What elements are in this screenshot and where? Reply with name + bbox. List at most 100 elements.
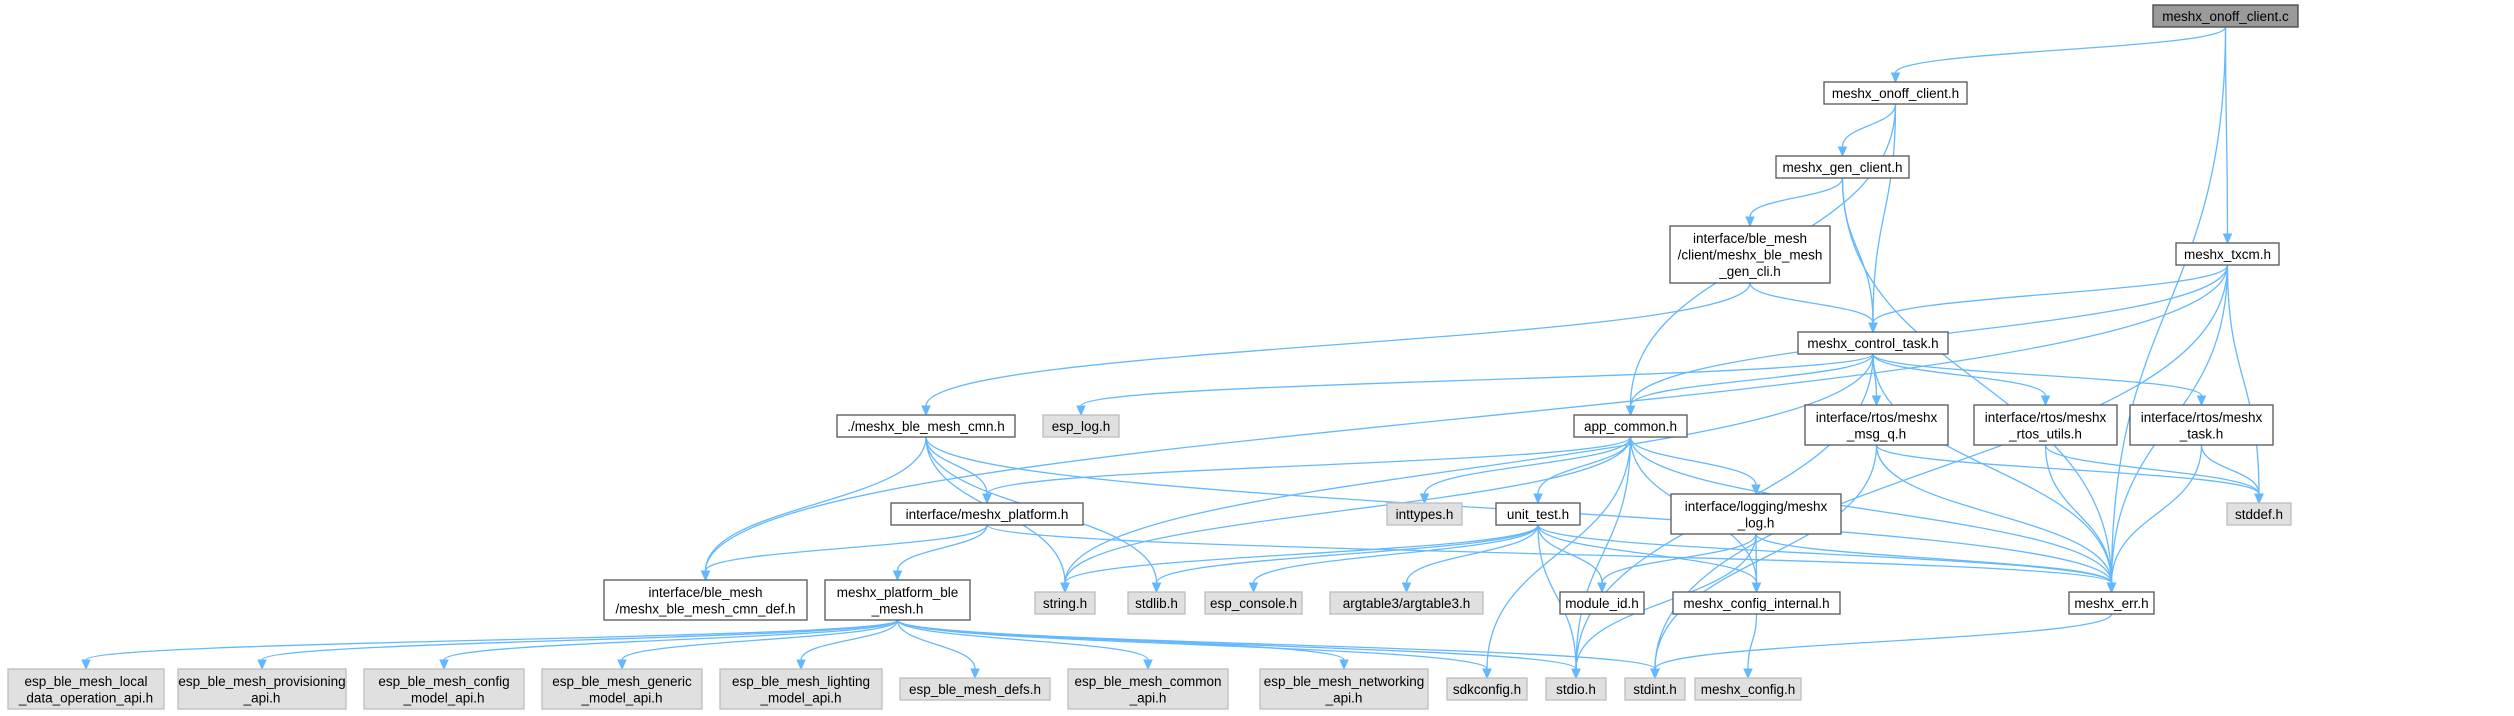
edge-control_task-to-rtos_utils — [1872, 353, 2047, 397]
edge-platform_ble-to-lighting_model — [800, 619, 899, 661]
edge-control_task-to-rtos_task — [1872, 353, 2203, 397]
node-label: stdlib.h — [1135, 596, 1178, 611]
node-label: _model_api.h — [402, 690, 484, 705]
node-platform-ble[interactable]: meshx_platform_ble_mesh.h — [824, 579, 971, 621]
node-provisioning[interactable]: esp_ble_mesh_provisioning_api.h — [177, 668, 347, 710]
arrowhead-app_common-to-logging — [1751, 484, 1761, 496]
node-box — [1386, 502, 1463, 526]
node-ble-mesh-cmn[interactable]: ./meshx_ble_mesh_cmn.h — [836, 414, 1016, 438]
node-local-data[interactable]: esp_ble_mesh_local_data_operation_api.h — [7, 668, 165, 710]
node-box — [541, 668, 703, 710]
arrowhead-platform_ble-to-stdio — [1571, 668, 1581, 680]
node-box — [1670, 493, 1842, 535]
edge-txcm-to-control_task — [1872, 264, 2229, 324]
node-box — [1973, 404, 2118, 446]
node-box — [7, 668, 165, 710]
node-label: interface/ble_mesh — [1693, 231, 1807, 246]
node-label: _rtos_utils.h — [2008, 426, 2082, 441]
edge-txcm-to-cmn_def — [704, 264, 2229, 572]
edge-platform_ble-to-generic_model — [621, 619, 899, 661]
node-label: string.h — [1043, 596, 1087, 611]
edge-platform_ble-to-mesh_defs — [896, 619, 976, 670]
arrowhead-platform_ble-to-generic_model — [617, 659, 627, 671]
node-box — [836, 414, 1016, 438]
edge-meshx_err-to-stdint — [1654, 613, 2113, 670]
node-box — [1823, 81, 1968, 105]
edge-unit_test-to-argtable3 — [1405, 524, 1539, 584]
edge-unit_test-to-esp_console — [1252, 524, 1539, 584]
node-onoff-h[interactable]: meshx_onoff_client.h — [1823, 81, 1968, 105]
node-module-id[interactable]: module_id.h — [1559, 591, 1645, 615]
edge-onoff_h-to-gen_client — [1841, 103, 1897, 148]
edge-msg_q-to-stddef — [1875, 444, 2260, 495]
node-onoff-c[interactable]: meshx_onoff_client.c — [2152, 4, 2299, 28]
arrowhead-unit_test-to-string — [1060, 582, 1070, 594]
node-common-api[interactable]: esp_ble_mesh_common_api.h — [1067, 668, 1229, 710]
arrowhead-app_common-to-inttypes — [1419, 493, 1430, 505]
node-label: /client/meshx_ble_mesh — [1678, 248, 1823, 263]
node-label: inttypes.h — [1396, 507, 1454, 522]
node-argtable3[interactable]: argtable3/argtable3.h — [1329, 591, 1484, 615]
node-inttypes[interactable]: inttypes.h — [1386, 502, 1463, 526]
node-msg-q[interactable]: interface/rtos/meshx_msg_q.h — [1804, 404, 1949, 446]
node-app-common[interactable]: app_common.h — [1573, 414, 1688, 438]
node-label: interface/rtos/meshx — [1985, 410, 2107, 425]
node-config-model[interactable]: esp_ble_mesh_config_model_api.h — [363, 668, 525, 710]
node-label: _model_api.h — [759, 690, 841, 705]
node-generic-model[interactable]: esp_ble_mesh_generic_model_api.h — [541, 668, 703, 710]
node-label: _api.h — [1129, 690, 1167, 705]
node-box — [363, 668, 525, 710]
arrowhead-platform-to-platform_ble — [892, 570, 903, 582]
node-string[interactable]: string.h — [1034, 591, 1096, 615]
edge-platform-to-meshx_err — [986, 524, 2113, 584]
edge-rtos_utils-to-stddef — [2044, 444, 2260, 495]
node-box — [1042, 414, 1120, 438]
node-box — [1034, 591, 1096, 615]
node-label: meshx_control_task.h — [1807, 336, 1938, 351]
node-label: app_common.h — [1584, 419, 1677, 434]
node-gen-client[interactable]: meshx_gen_client.h — [1775, 155, 1910, 179]
node-config-internal[interactable]: meshx_config_internal.h — [1672, 591, 1841, 615]
arrowhead-app_common-to-platform — [982, 493, 992, 505]
node-label: meshx_onoff_client.c — [2162, 9, 2289, 24]
node-label: _data_operation_api.h — [18, 690, 153, 705]
node-lighting-model[interactable]: esp_ble_mesh_lighting_model_api.h — [719, 668, 883, 710]
arrowhead-ble_gen_cli-to-ble_mesh_cmn — [921, 405, 931, 417]
node-rtos-utils[interactable]: interface/rtos/meshx_rtos_utils.h — [1973, 404, 2118, 446]
node-cmn-def[interactable]: interface/ble_mesh/meshx_ble_mesh_cmn_de… — [603, 579, 808, 621]
node-ble-gen-cli[interactable]: interface/ble_mesh/client/meshx_ble_mesh… — [1669, 225, 1831, 284]
node-stdint[interactable]: stdint.h — [1624, 677, 1686, 701]
arrowhead-unit_test-to-argtable3 — [1401, 582, 1412, 594]
node-label: stdio.h — [1556, 682, 1596, 697]
edge-onoff_c-to-meshx_err — [2110, 26, 2227, 584]
node-label: _msg_q.h — [1846, 426, 1906, 441]
node-rtos-task[interactable]: interface/rtos/meshx_task.h — [2129, 404, 2274, 446]
node-box — [1067, 668, 1229, 710]
node-platform[interactable]: interface/meshx_platform.h — [890, 502, 1084, 526]
nodes-layer: meshx_onoff_client.c meshx_onoff_client.h… — [7, 4, 2299, 710]
node-networking-api[interactable]: esp_ble_mesh_networking_api.h — [1259, 668, 1429, 710]
node-label: interface/logging/meshx — [1685, 499, 1828, 514]
arrowhead-onoff_c-to-txcm — [2222, 233, 2233, 245]
node-txcm[interactable]: meshx_txcm.h — [2175, 242, 2280, 266]
node-box — [2175, 242, 2280, 266]
node-box — [824, 579, 971, 621]
node-esp-console[interactable]: esp_console.h — [1204, 591, 1303, 615]
arrowhead-platform_ble-to-mesh_defs — [970, 668, 980, 680]
edge-platform_ble-to-config_model — [443, 619, 899, 661]
node-stdio[interactable]: stdio.h — [1545, 677, 1607, 701]
node-stdlib[interactable]: stdlib.h — [1127, 591, 1186, 615]
node-meshx-config[interactable]: meshx_config.h — [1694, 677, 1802, 701]
node-unit-test[interactable]: unit_test.h — [1495, 502, 1581, 526]
edge-platform_ble-to-stdint — [896, 619, 1656, 670]
node-meshx-err[interactable]: meshx_err.h — [2068, 591, 2155, 615]
arrowhead-meshx_err-to-stdint — [1650, 668, 1660, 680]
node-stddef[interactable]: stddef.h — [2226, 502, 2292, 526]
node-logging[interactable]: interface/logging/meshx_log.h — [1670, 493, 1842, 535]
node-control-task[interactable]: meshx_control_task.h — [1797, 331, 1949, 355]
node-mesh-defs[interactable]: esp_ble_mesh_defs.h — [899, 677, 1051, 701]
node-esp-log[interactable]: esp_log.h — [1042, 414, 1120, 438]
node-sdkconfig[interactable]: sdkconfig.h — [1446, 677, 1528, 701]
arrowhead-config_internal-to-meshx_config — [1743, 668, 1753, 680]
node-label: interface/meshx_platform.h — [906, 507, 1069, 522]
